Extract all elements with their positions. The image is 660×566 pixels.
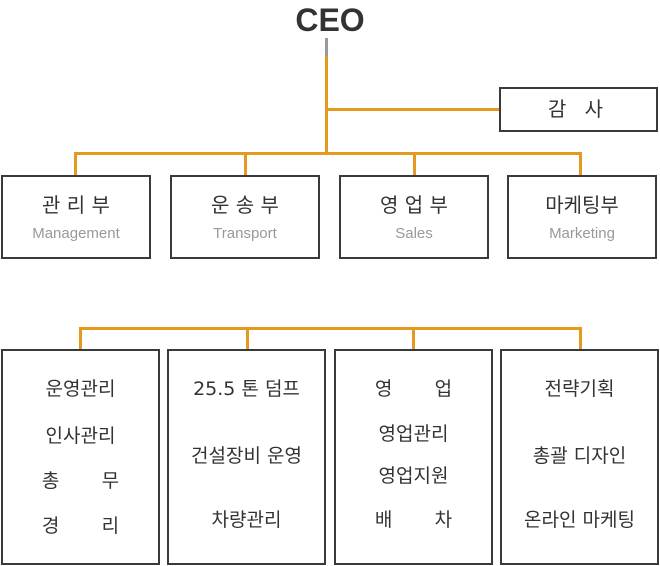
dept-drop-line xyxy=(244,152,247,175)
sub-item: 경 리 xyxy=(41,515,120,537)
sub-box-marketing: 전략기획 총괄 디자인 온라인 마케팅 xyxy=(500,349,659,565)
sub-item: 총괄 디자인 xyxy=(532,445,627,467)
dept-box-management: 관 리 부 Management xyxy=(1,175,151,259)
dept-english-name: Management xyxy=(32,225,120,242)
dept-box-transport: 운 송 부 Transport xyxy=(170,175,320,259)
audit-branch-line xyxy=(325,108,499,111)
dept-box-sales: 영 업 부 Sales xyxy=(339,175,489,259)
sub-item: 배 차 xyxy=(374,509,453,531)
sub-drop-line xyxy=(79,327,82,349)
dept-english-name: Marketing xyxy=(549,225,615,242)
audit-box: 감 사 xyxy=(499,87,658,132)
sub-item: 영 업 xyxy=(374,378,453,400)
dept-name: 영 업 부 xyxy=(380,193,448,217)
dept-box-marketing: 마케팅부 Marketing xyxy=(507,175,657,259)
sub-item: 인사관리 xyxy=(45,425,116,447)
dept-name: 운 송 부 xyxy=(211,193,279,217)
dept-english-name: Sales xyxy=(395,225,433,242)
ceo-stem xyxy=(325,38,328,56)
sub-item: 총 무 xyxy=(41,470,120,492)
sub-drop-line xyxy=(412,327,415,349)
sub-item: 차량관리 xyxy=(211,509,282,531)
dept-drop-line xyxy=(579,152,582,175)
dept-drop-line xyxy=(74,152,77,175)
dept-name: 관 리 부 xyxy=(42,193,110,217)
dept-name: 마케팅부 xyxy=(545,193,619,217)
sub-box-management: 운영관리 인사관리 총 무 경 리 xyxy=(1,349,160,565)
sub-item: 25.5 톤 덤프 xyxy=(193,378,300,400)
sub-drop-line xyxy=(246,327,249,349)
sub-item: 영업지원 xyxy=(378,465,449,487)
main-trunk-line xyxy=(325,56,328,154)
dept-english-name: Transport xyxy=(213,225,277,242)
sub-item: 온라인 마케팅 xyxy=(524,509,635,531)
sub-bar-line xyxy=(79,327,582,330)
sub-item: 전략기획 xyxy=(544,378,615,400)
sub-drop-line xyxy=(579,327,582,349)
sub-item: 운영관리 xyxy=(45,378,116,400)
sub-box-transport: 25.5 톤 덤프 건설장비 운영 차량관리 xyxy=(167,349,326,565)
dept-drop-line xyxy=(413,152,416,175)
sub-item: 영업관리 xyxy=(378,423,449,445)
sub-item: 건설장비 운영 xyxy=(191,445,302,467)
dept-bar-line xyxy=(74,152,582,155)
sub-box-sales: 영 업 영업관리 영업지원 배 차 xyxy=(334,349,493,565)
ceo-title: CEO xyxy=(295,2,365,38)
